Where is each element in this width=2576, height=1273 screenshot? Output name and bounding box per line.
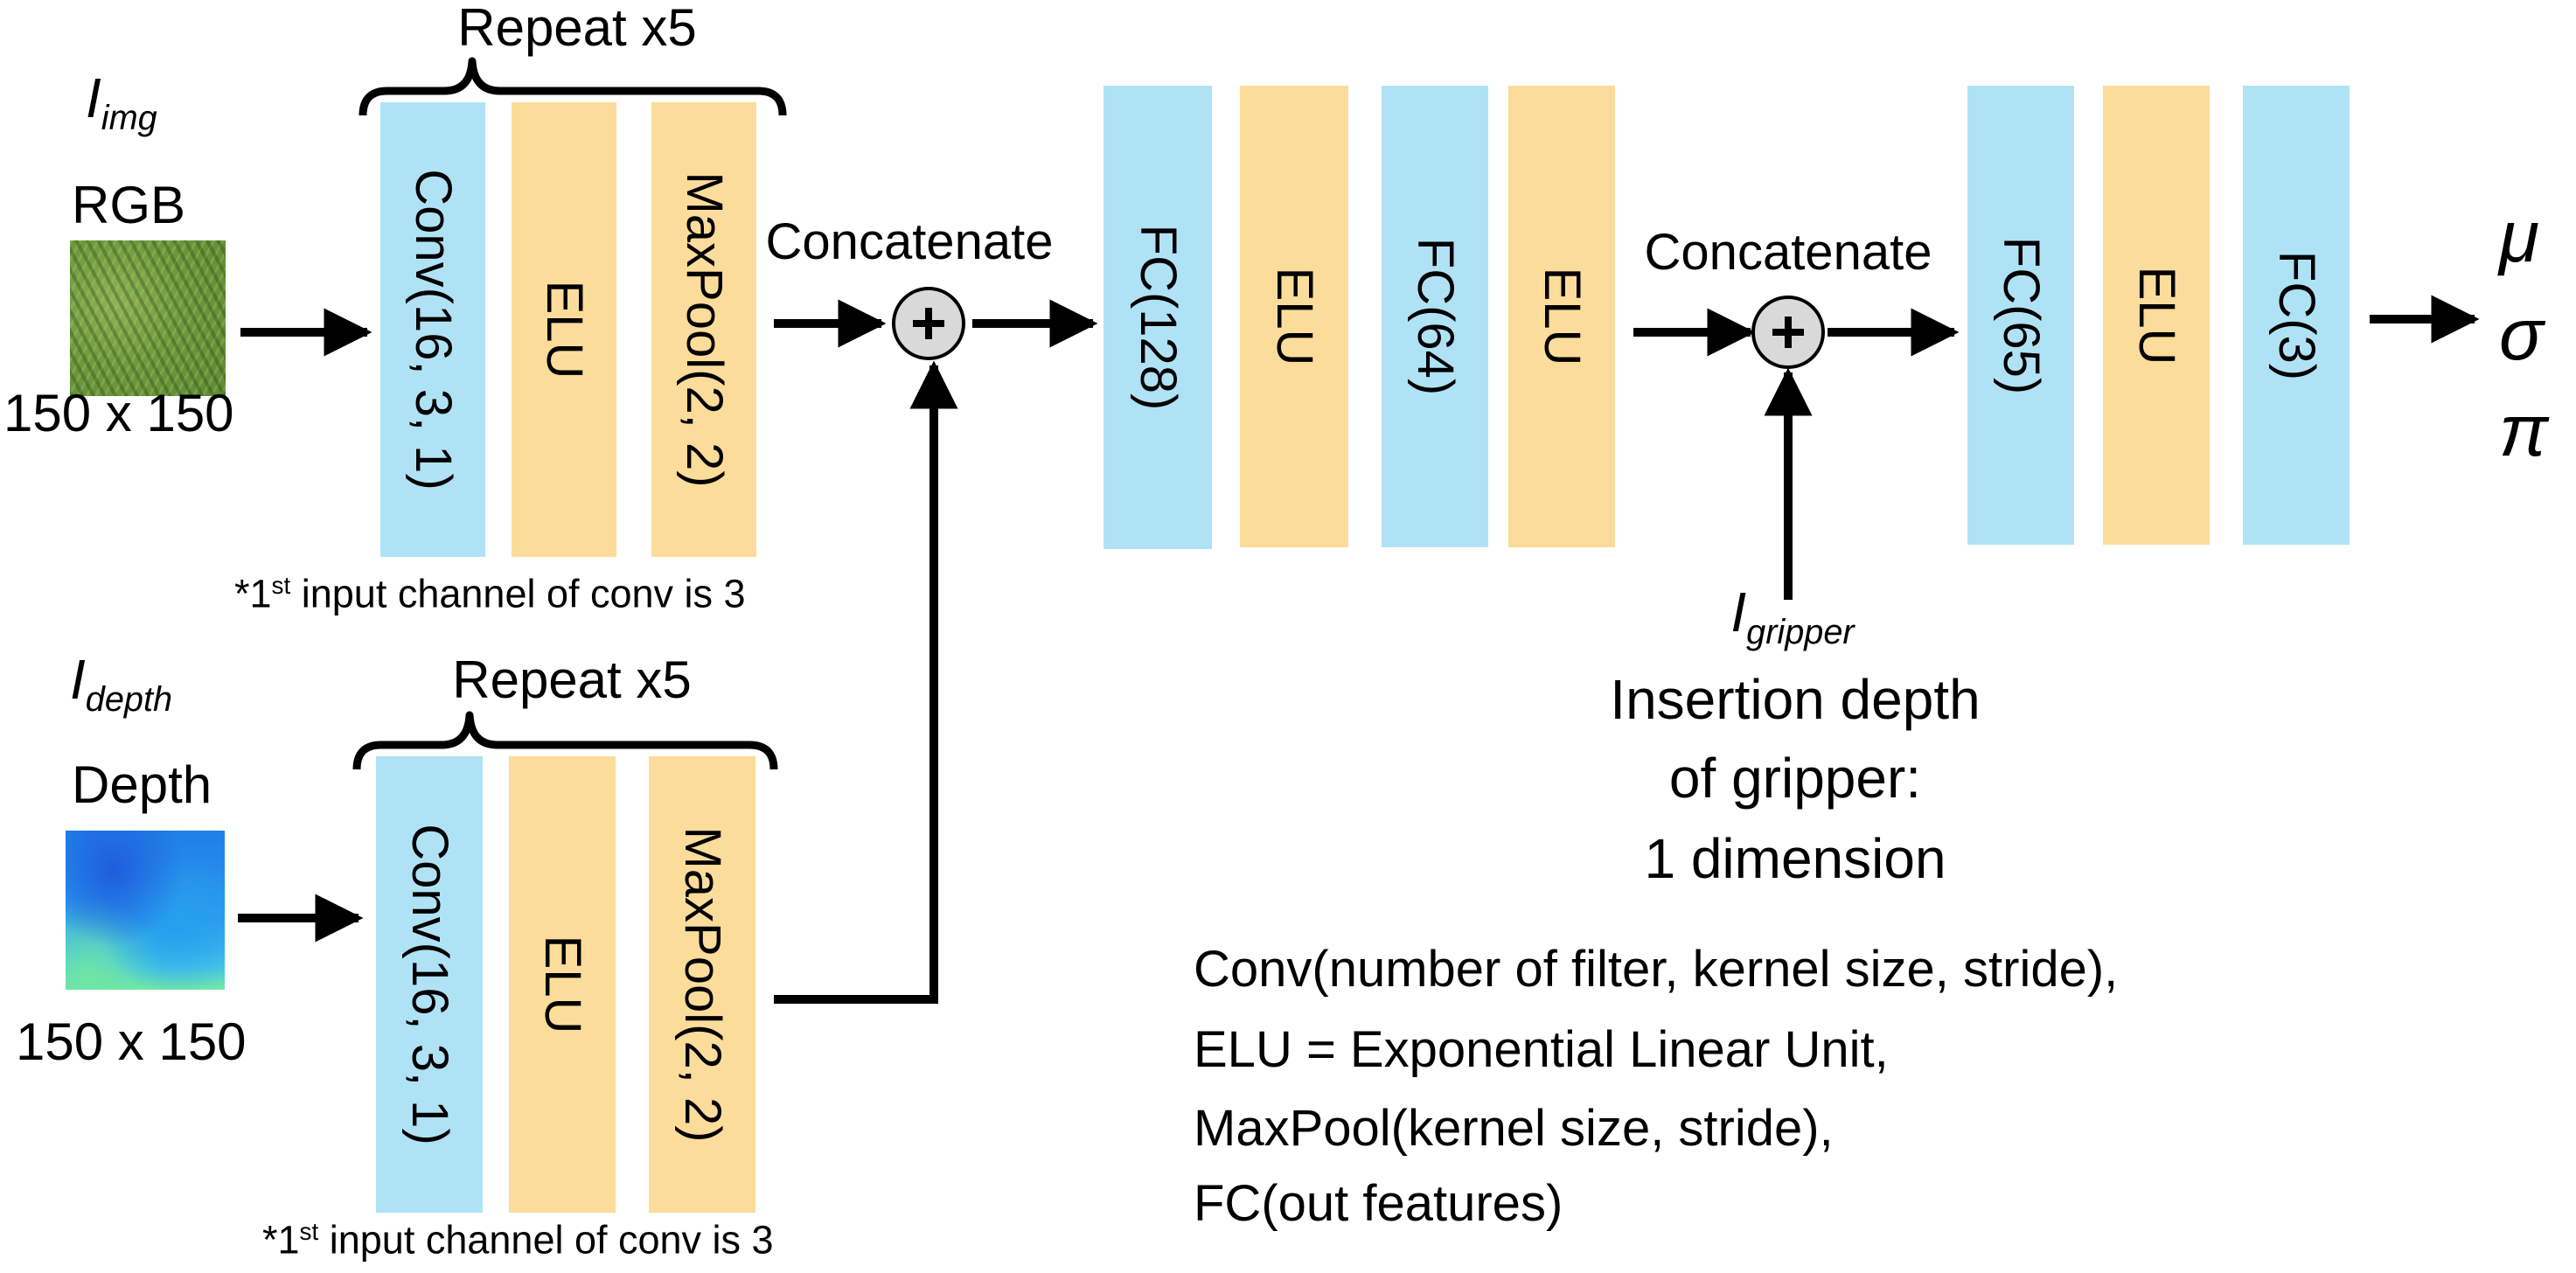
fc128-label: FC(128) [1130,224,1187,411]
depth-repeat-label: Repeat x5 [452,650,692,709]
rgb-input-label: RGB [72,176,186,234]
gripper-desc-line3: 1 dimension [1644,827,1946,890]
depth-maxpool-block: MaxPool(2, 2) [649,756,755,1213]
rgb-image-thumbnail [70,240,226,396]
rgb-conv-block: Conv(16, 3, 1) [380,102,485,557]
output-sigma: σ [2499,293,2544,375]
fc-elu3-label: ELU [2128,266,2185,365]
fc64-label: FC(64) [1407,237,1464,396]
depth-input-symbol: Idepth [70,648,173,719]
depth-conv-label: Conv(16, 3, 1) [401,824,458,1145]
fc-elu3-block: ELU [2103,86,2210,545]
rgb-conv-note: *1st input channel of conv is 3 [234,571,746,616]
fc-elu1-label: ELU [1266,267,1323,366]
fc3-label: FC(3) [2268,250,2325,380]
concat2-label: Concatenate [1644,224,1932,281]
fc65-block: FC(65) [1967,86,2074,545]
depth-input-size: 150 x 150 [16,1012,247,1071]
repeat-bracket-rgb [359,57,787,116]
rgb-elu-block: ELU [512,102,616,557]
repeat-bracket-depth [352,711,778,770]
depth-elu-block: ELU [509,756,616,1213]
legend-fc: FC(out features) [1194,1175,1563,1232]
rgb-input-symbol: Iimg [86,66,157,137]
output-pi: π [2499,389,2549,471]
fc65-label: FC(65) [1993,236,2050,394]
legend-maxpool: MaxPool(kernel size, stride), [1194,1100,1834,1157]
rgb-repeat-label: Repeat x5 [457,0,697,57]
rgb-maxpool-label: MaxPool(2, 2) [676,171,733,488]
fc3-block: FC(3) [2243,86,2350,545]
concat-node-2 [1751,296,1825,369]
fc128-block: FC(128) [1104,86,1212,549]
depth-maxpool-label: MaxPool(2, 2) [674,826,731,1143]
gripper-desc-line1: Insertion depth [1610,668,1981,731]
concat1-label: Concatenate [765,213,1054,270]
concat-node-1 [892,287,965,360]
depth-conv-block: Conv(16, 3, 1) [376,756,483,1213]
rgb-elu-label: ELU [536,280,593,379]
depth-elu-label: ELU [534,935,591,1034]
arrow-depth-branch-to-concat1 [774,360,958,1004]
output-mu: μ [2499,195,2540,277]
rgb-conv-label: Conv(16, 3, 1) [405,169,462,490]
fc-elu2-block: ELU [1508,86,1615,547]
rgb-maxpool-block: MaxPool(2, 2) [651,102,756,557]
depth-image-thumbnail [66,831,225,990]
gripper-input-symbol: Igripper [1730,581,1855,651]
gripper-desc-line2: of gripper: [1668,747,1922,810]
fc64-block: FC(64) [1382,86,1488,547]
rgb-input-size: 150 x 150 [3,384,234,442]
fc-elu2-label: ELU [1534,267,1591,366]
legend-elu: ELU = Exponential Linear Unit, [1194,1021,1889,1078]
fc-elu1-block: ELU [1240,86,1348,547]
legend-conv: Conv(number of filter, kernel size, stri… [1194,941,2119,998]
depth-input-label: Depth [72,755,212,814]
depth-conv-note: *1st input channel of conv is 3 [262,1217,774,1263]
